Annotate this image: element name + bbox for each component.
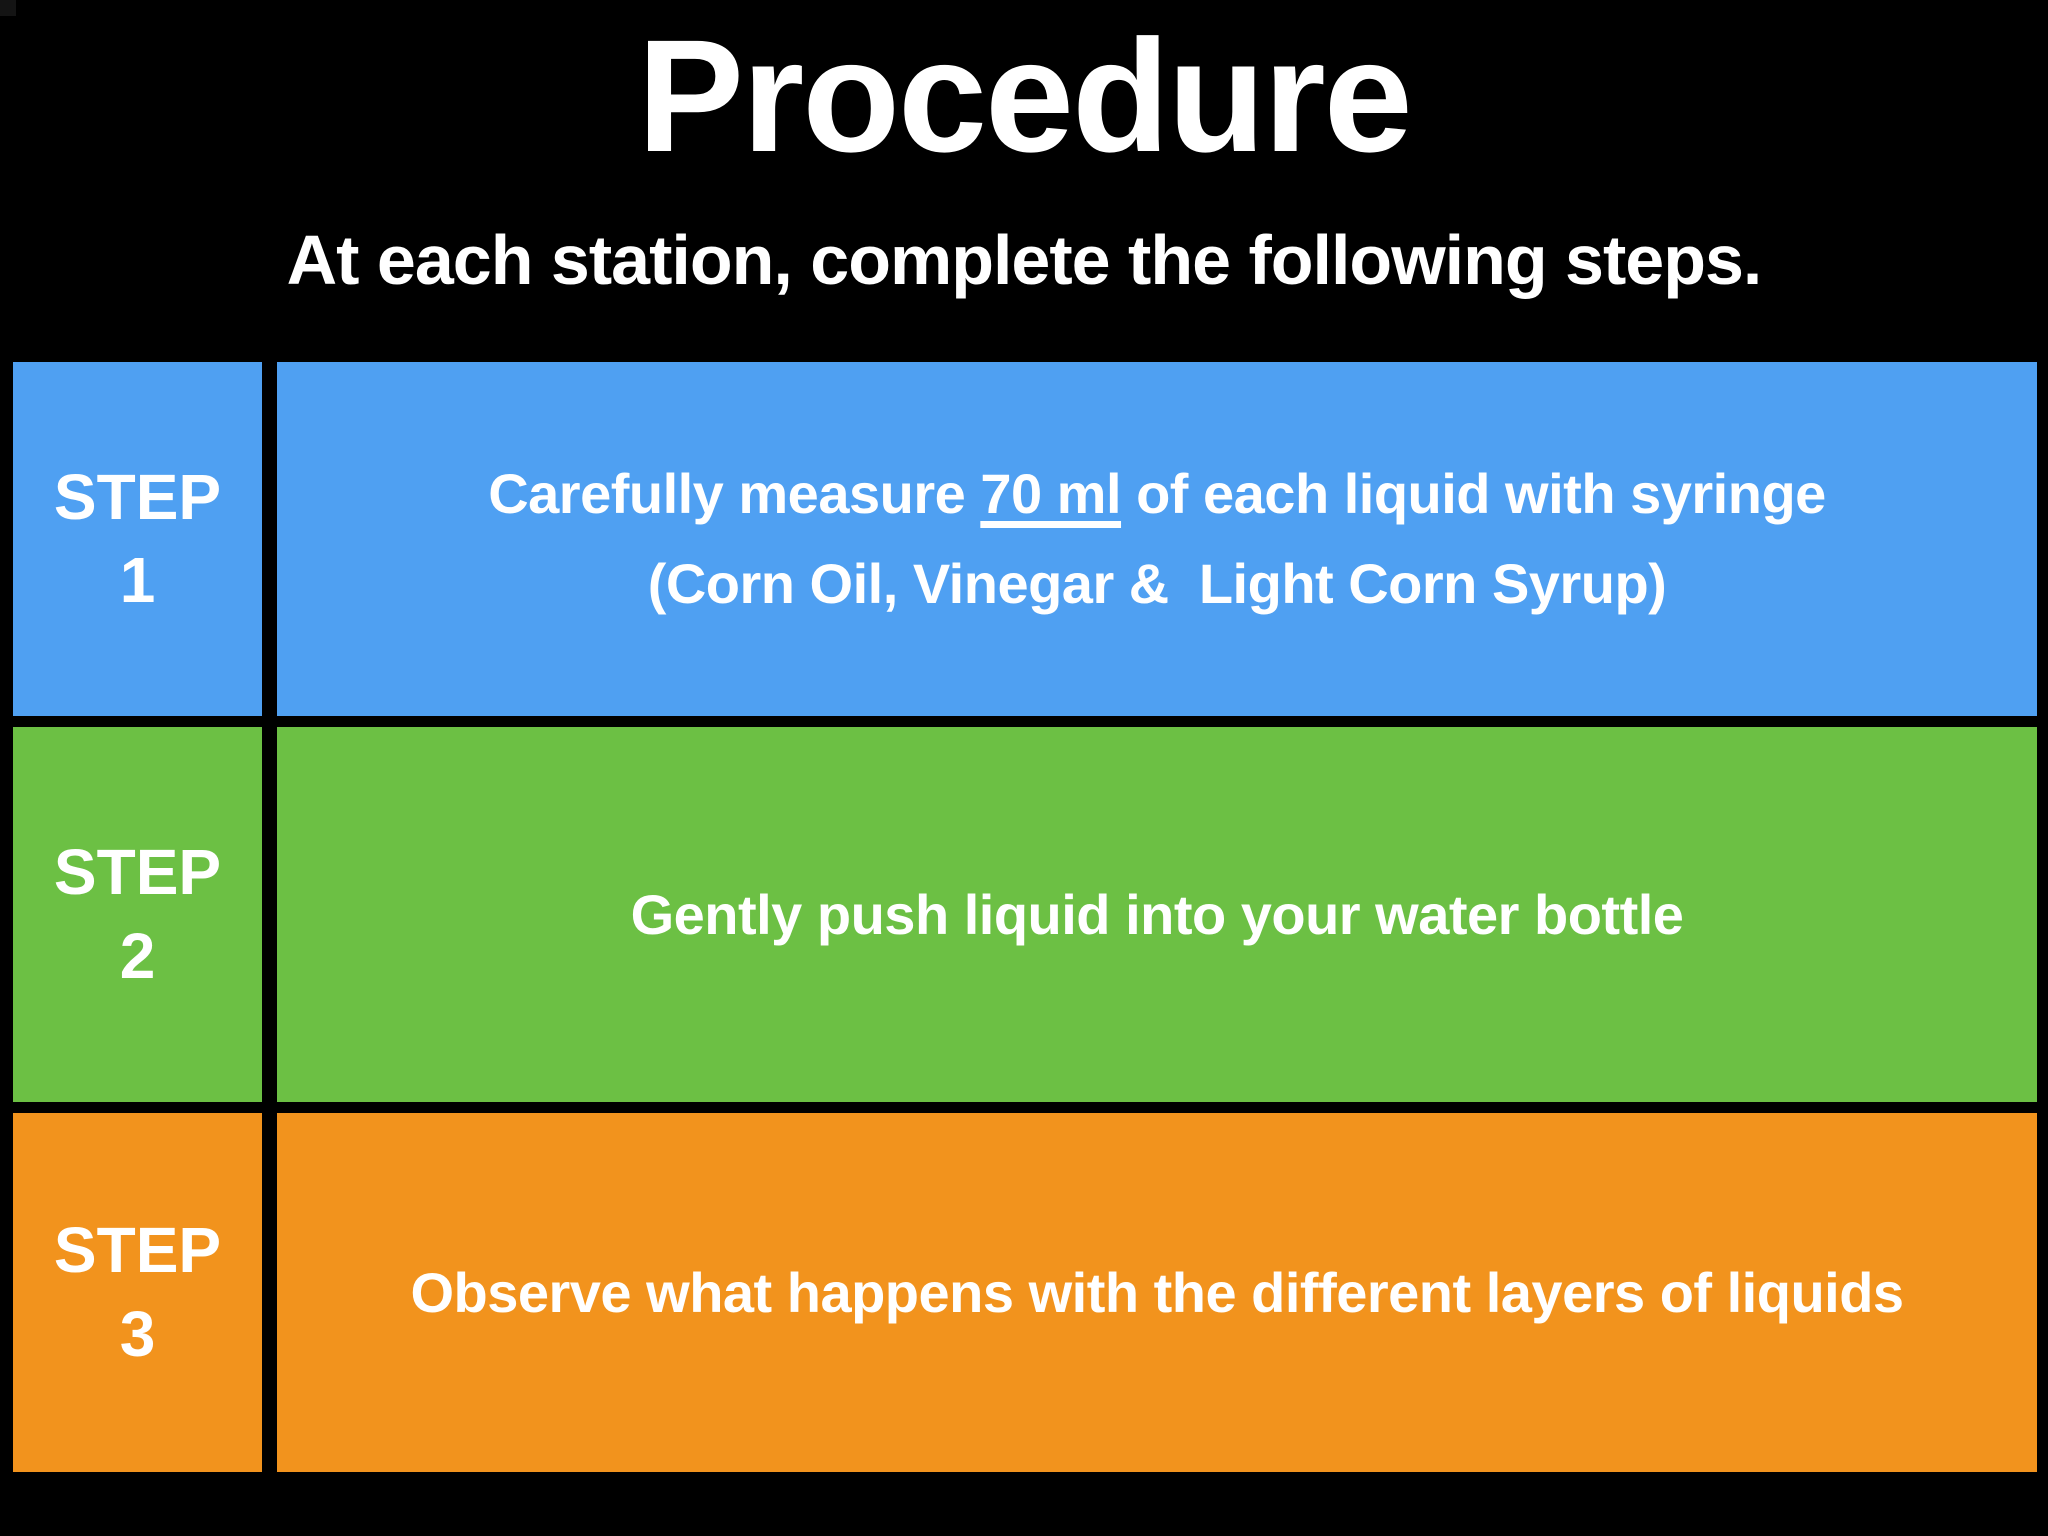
step-2-label-number: 2: [119, 919, 156, 992]
step-1-description: Carefully measure 70 ml of each liquid w…: [277, 362, 2037, 716]
step-1-label: STEP 1: [13, 362, 262, 716]
step-2-description: Gently push liquid into your water bottl…: [277, 727, 2037, 1102]
page-title: Procedure: [637, 6, 1412, 185]
step-3-label: STEP 3: [13, 1113, 262, 1472]
step-1-measure-underlined: 70 ml: [980, 462, 1122, 526]
step-1-line-2: (Corn Oil, Vinegar & Light Corn Syrup): [647, 552, 1667, 615]
step-2-line-1: Gently push liquid into your water bottl…: [630, 882, 1684, 946]
step-1-label-number: 1: [119, 544, 156, 616]
step-1-line-1-suffix: of each liquid with syringe: [1121, 462, 1826, 526]
step-3-line-1: Observe what happens with the different …: [410, 1260, 1904, 1324]
subtitle: At each station, complete the following …: [286, 221, 1763, 299]
step-2-label-word: STEP: [53, 836, 222, 909]
step-1-line-1-prefix: Carefully measure: [488, 462, 981, 526]
step-3-description: Observe what happens with the different …: [277, 1113, 2037, 1472]
corner-artifact: [0, 0, 16, 16]
step-3-label-number: 3: [119, 1297, 156, 1370]
step-3-label-word: STEP: [53, 1214, 222, 1287]
step-1-label-word: STEP: [53, 460, 222, 533]
step-1-line-1: Carefully measure 70 ml of each liquid w…: [488, 449, 1826, 539]
step-2-label: STEP 2: [13, 727, 262, 1102]
procedure-table: STEP 1 Carefully measure 70 ml of each l…: [13, 362, 2037, 1472]
